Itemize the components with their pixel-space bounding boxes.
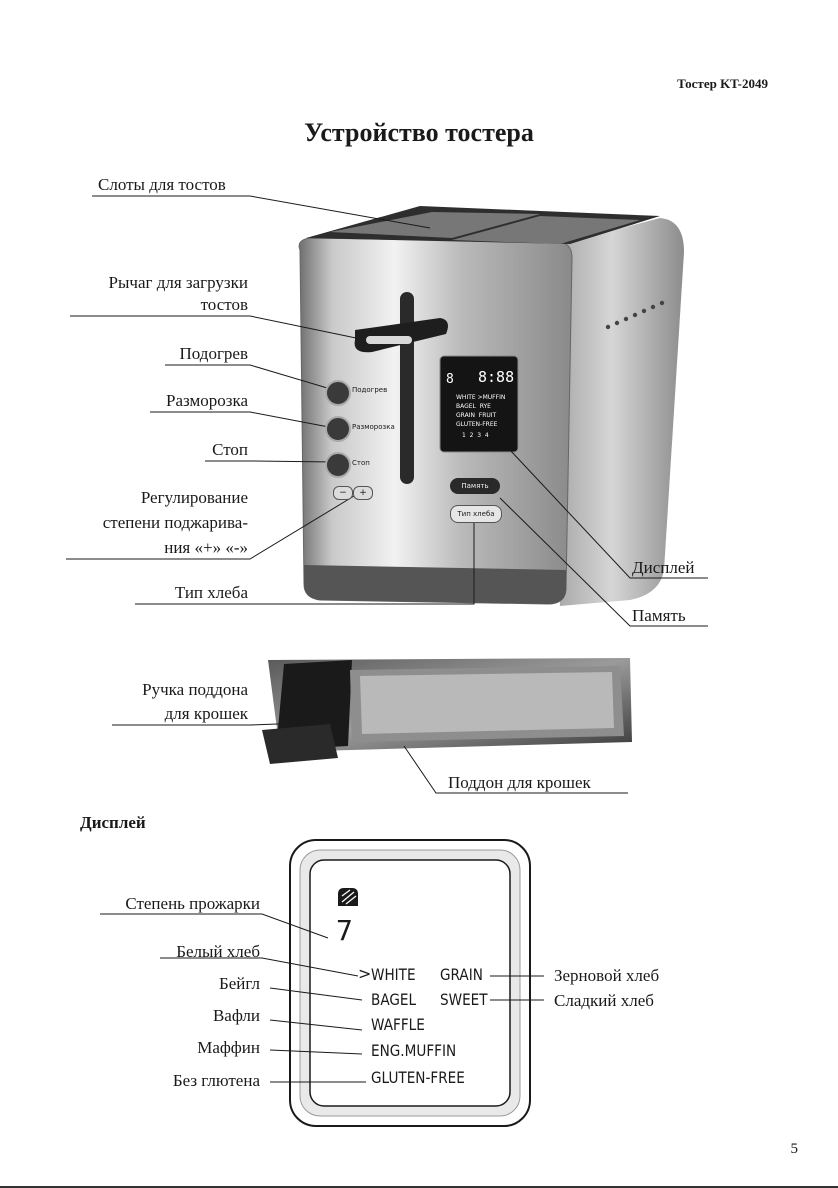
- label-lever-line-1: Рычаг для загрузки: [108, 273, 248, 292]
- page-number: 5: [790, 1141, 799, 1157]
- label-tray-handle-line-2: для крошек: [164, 704, 248, 723]
- memory-button[interactable]: Память: [450, 478, 500, 494]
- label-stop: Стоп: [212, 440, 248, 459]
- plus-button[interactable]: +: [353, 486, 373, 500]
- label-sweet: Сладкий хлеб: [554, 991, 654, 1010]
- label-degree: Степень прожарки: [125, 894, 260, 913]
- label-reheat: Подогрев: [179, 344, 248, 363]
- label-slots: Слоты для тостов: [98, 175, 226, 194]
- leader-lines: [66, 195, 708, 794]
- display-text-white: WHITE: [371, 965, 416, 984]
- label-gluten: Без глютена: [172, 1071, 260, 1090]
- display-screen: [309, 859, 511, 1107]
- defrost-button[interactable]: [325, 416, 351, 442]
- label-lever-line-2: тостов: [200, 295, 248, 314]
- label-bagel: Бейгл: [219, 974, 260, 993]
- label-bread-type: Тип хлеба: [174, 583, 248, 602]
- reheat-button-label: Подогрев: [352, 386, 388, 394]
- page-title: Устройство тостера: [304, 118, 534, 147]
- label-tray-handle-line-1: Ручка поддона: [142, 680, 248, 699]
- label-display: Дисплей: [632, 558, 695, 577]
- toaster-base: [304, 565, 566, 604]
- display-text-waffle: WAFFLE: [371, 1015, 425, 1034]
- small-display-time: 8:88: [478, 368, 515, 386]
- label-white: Белый хлеб: [176, 942, 260, 961]
- display-text-sweet: SWEET: [440, 990, 488, 1009]
- display-text-muffin: ENG.MUFFIN: [371, 1041, 457, 1060]
- small-display-line-3: GRAIN FRUIT: [456, 412, 497, 419]
- toaster-illustration: [66, 195, 708, 794]
- small-display-line-2: BAGEL RYE: [456, 403, 491, 410]
- minus-button[interactable]: −: [333, 486, 353, 500]
- stop-button[interactable]: [325, 452, 351, 478]
- defrost-button-label: Разморозка: [352, 423, 395, 431]
- label-grain: Зерновой хлеб: [554, 966, 660, 985]
- display-level-digit: 7: [336, 914, 353, 947]
- small-display-line-1: WHITE >MUFFIN: [456, 394, 506, 401]
- toast-slot-1: [330, 212, 540, 238]
- bread-type-button[interactable]: Тип хлеба: [450, 505, 502, 523]
- toast-icon: [338, 888, 358, 906]
- label-adjust-line-1: Регулирование: [140, 488, 248, 507]
- stop-button-label: Стоп: [352, 459, 370, 467]
- reheat-button[interactable]: [325, 380, 351, 406]
- display-text-gluten: GLUTEN-FREE: [371, 1068, 465, 1087]
- label-adjust-line-2: степени поджарива-: [102, 513, 248, 532]
- label-tray: Поддон для крошек: [448, 773, 591, 792]
- section-display-heading: Дисплей: [80, 813, 146, 832]
- footer-rule: [0, 1186, 838, 1188]
- document-header: Тостер KT-2049: [677, 76, 768, 91]
- label-memory: Память: [632, 606, 686, 625]
- lever-slot: [400, 292, 414, 484]
- display-diagram: [100, 839, 544, 1127]
- display-arrow: >: [358, 964, 372, 983]
- small-display-slots: 1 2 3 4: [462, 432, 489, 439]
- small-display-level: 8: [446, 372, 454, 387]
- vents: [605, 300, 665, 330]
- toast-slot-2: [452, 216, 640, 244]
- display-text-grain: GRAIN: [440, 965, 483, 984]
- label-defrost: Разморозка: [166, 391, 248, 410]
- label-muffin: Маффин: [197, 1038, 260, 1057]
- small-display: [439, 355, 519, 453]
- small-display-line-4: GLUTEN-FREE: [456, 421, 498, 428]
- display-leader-lines: [100, 913, 544, 1083]
- toaster-side: [540, 218, 684, 606]
- label-adjust-line-3: ния «+» «-»: [164, 538, 248, 557]
- display-text-bagel: BAGEL: [371, 990, 417, 1009]
- label-waffle: Вафли: [212, 1006, 260, 1025]
